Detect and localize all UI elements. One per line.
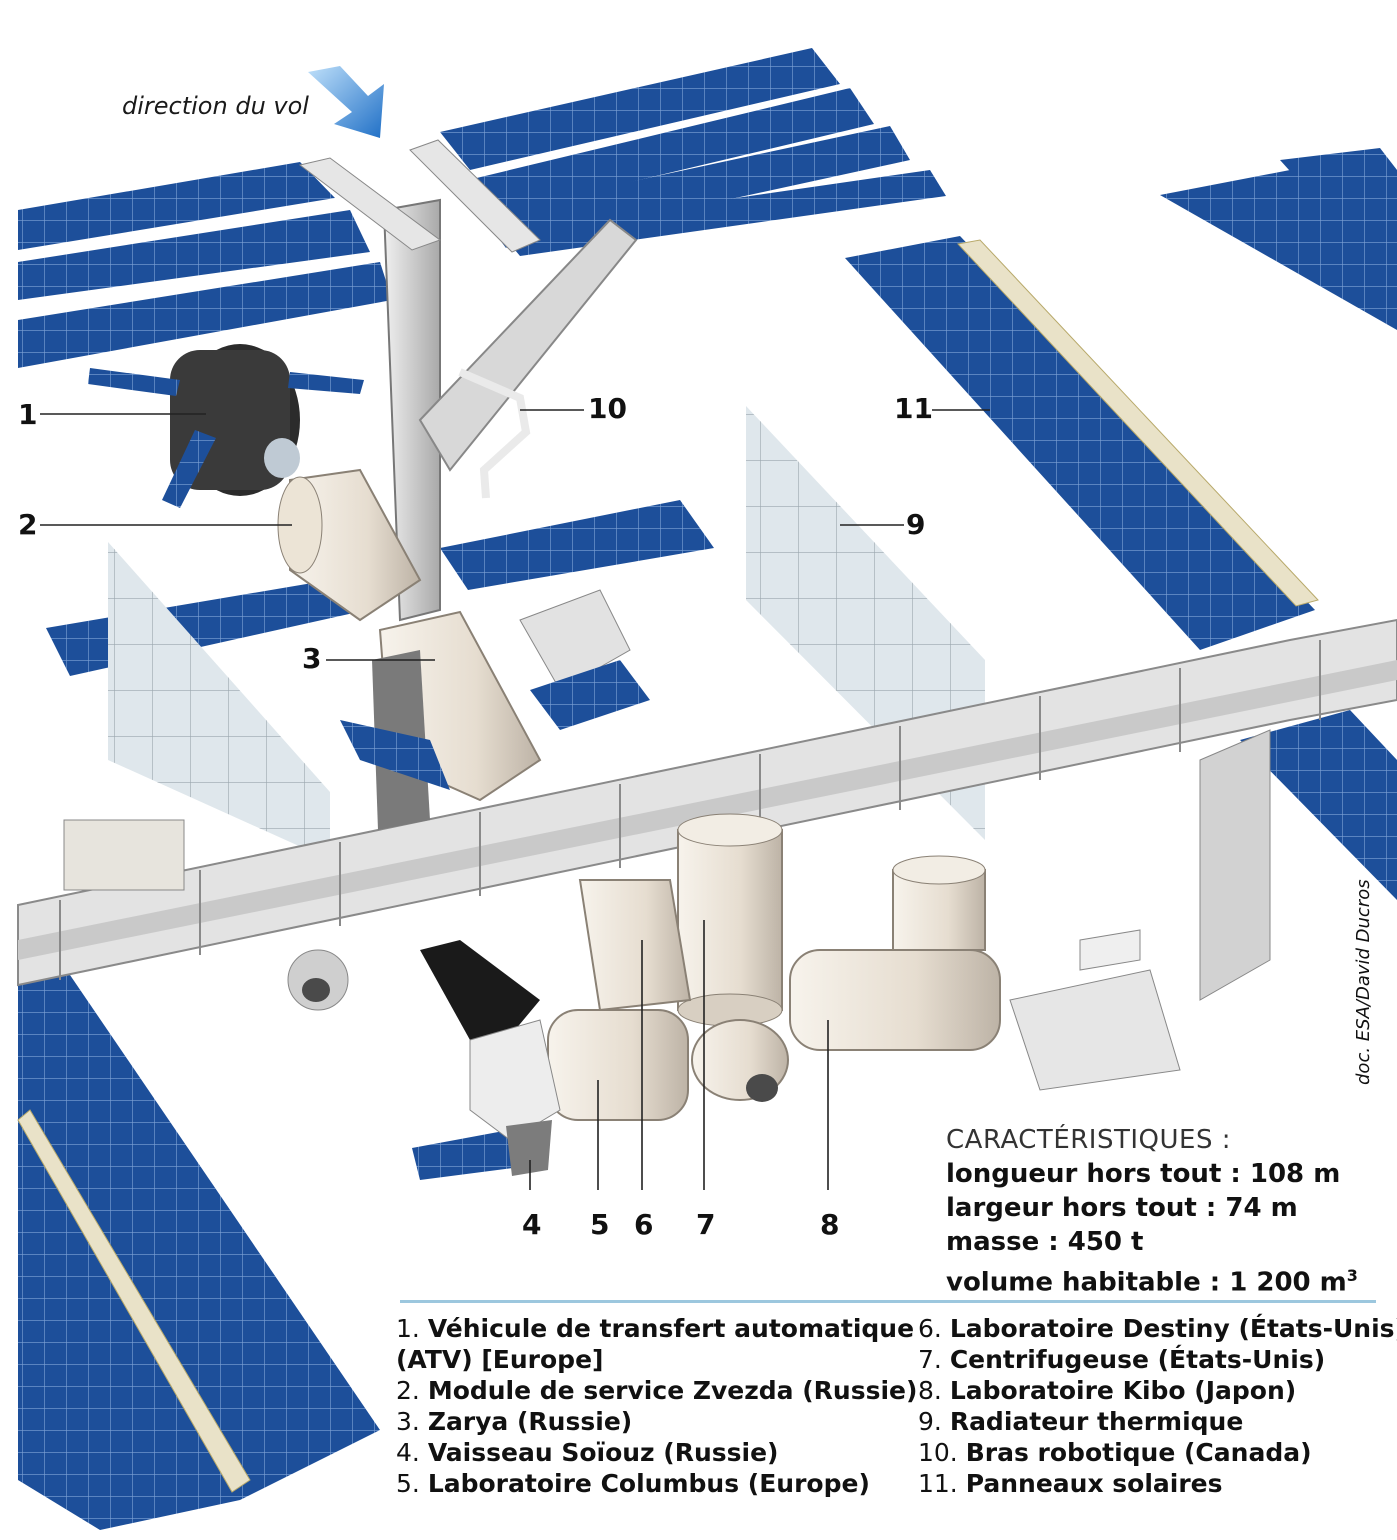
legend-item-1: 1. Véhicule de transfert automatique (396, 1313, 917, 1344)
destiny-module (580, 880, 690, 1010)
callout-1: 1 (18, 398, 37, 431)
legend-label: Panneaux solaires (966, 1469, 1223, 1498)
legend-num: 7. (918, 1345, 942, 1374)
legend-label: (ATV) [Europe] (396, 1345, 603, 1374)
callout-5: 5 (590, 1208, 609, 1241)
specs-block: CARACTÉRISTIQUES : longueur hors tout : … (946, 1123, 1358, 1300)
legend-label: Laboratoire Columbus (Europe) (428, 1469, 870, 1498)
legend-label: Radiateur thermique (950, 1407, 1244, 1436)
callout-7: 7 (696, 1208, 715, 1241)
columbus-module (548, 1010, 688, 1120)
legend-rule (400, 1300, 1376, 1303)
callout-3: 3 (302, 642, 321, 675)
legend-item-7: 7. Centrifugeuse (États-Unis) (918, 1344, 1397, 1375)
solar-panel-upper-left (18, 162, 392, 368)
legend-label: Bras robotique (Canada) (966, 1438, 1312, 1467)
legend-num: 5. (396, 1469, 420, 1498)
legend-label: Module de service Zvezda (Russie) (428, 1376, 918, 1405)
spec-volume-exponent: 3 (1347, 1266, 1358, 1285)
legend-column-left: 1. Véhicule de transfert automatique (AT… (396, 1313, 917, 1499)
legend-num: 8. (918, 1376, 942, 1405)
legend-num: 10. (918, 1438, 958, 1467)
legend-item-6: 6. Laboratoire Destiny (États-Unis) (918, 1313, 1397, 1344)
callout-11: 11 (894, 392, 933, 425)
spec-width: largeur hors tout : 74 m (946, 1191, 1358, 1225)
callout-4: 4 (522, 1208, 541, 1241)
legend-item-11: 11. Panneaux solaires (918, 1468, 1397, 1499)
spec-volume: volume habitable : 1 200 m3 (946, 1259, 1358, 1300)
spec-length: longueur hors tout : 108 m (946, 1157, 1358, 1191)
specs-heading: CARACTÉRISTIQUES : (946, 1123, 1358, 1157)
legend-label: Laboratoire Kibo (Japon) (950, 1376, 1296, 1405)
legend-num: 1. (396, 1314, 420, 1343)
solar-panel-mid-center (440, 500, 714, 590)
centrifuge-module (678, 814, 782, 1026)
image-credit: doc. ESA/David Ducros (1353, 879, 1374, 1085)
docked-vehicle-left-port (302, 978, 330, 1002)
legend-item-2: 2. Module de service Zvezda (Russie) (396, 1375, 917, 1406)
callout-6: 6 (634, 1208, 653, 1241)
legend-item-5: 5. Laboratoire Columbus (Europe) (396, 1468, 917, 1499)
truss-radiator-right (1200, 730, 1270, 1000)
legend-label: Zarya (Russie) (428, 1407, 632, 1436)
legend-num: 2. (396, 1376, 420, 1405)
legend-item-3: 3. Zarya (Russie) (396, 1406, 917, 1437)
legend-num: 6. (918, 1314, 942, 1343)
flight-direction-arrow (308, 66, 384, 138)
callout-8: 8 (820, 1208, 839, 1241)
legend-item-10: 10. Bras robotique (Canada) (918, 1437, 1397, 1468)
docking-port (746, 1074, 778, 1102)
legend-num: 11. (918, 1469, 958, 1498)
legend-item-9: 9. Radiateur thermique (918, 1406, 1397, 1437)
legend-item-8: 8. Laboratoire Kibo (Japon) (918, 1375, 1397, 1406)
legend-num: 9. (918, 1407, 942, 1436)
legend-item-4: 4. Vaisseau Soïouz (Russie) (396, 1437, 917, 1468)
callout-9: 9 (906, 508, 925, 541)
legend-label: Véhicule de transfert automatique (428, 1314, 914, 1343)
flight-direction-label: direction du vol (122, 92, 309, 120)
payload-left (64, 820, 184, 890)
soyuz-panel-upper (530, 660, 650, 730)
kibo-module (790, 856, 1180, 1090)
legend-label: Laboratoire Destiny (États-Unis) (950, 1314, 1397, 1343)
solar-panel-lower-left (18, 975, 380, 1530)
legend-num: 4. (396, 1438, 420, 1467)
legend-column-right: 6. Laboratoire Destiny (États-Unis) 7. C… (918, 1313, 1397, 1499)
callout-10: 10 (588, 392, 627, 425)
zarya-module (372, 612, 540, 830)
spec-volume-text: volume habitable : 1 200 m (946, 1268, 1347, 1298)
legend-label: Vaisseau Soïouz (Russie) (428, 1438, 779, 1467)
spec-mass: masse : 450 t (946, 1225, 1358, 1259)
legend-label: Centrifugeuse (États-Unis) (950, 1345, 1325, 1374)
legend-num: 3. (396, 1407, 420, 1436)
callout-2: 2 (18, 508, 37, 541)
legend-item-1b: (ATV) [Europe] (396, 1344, 917, 1375)
